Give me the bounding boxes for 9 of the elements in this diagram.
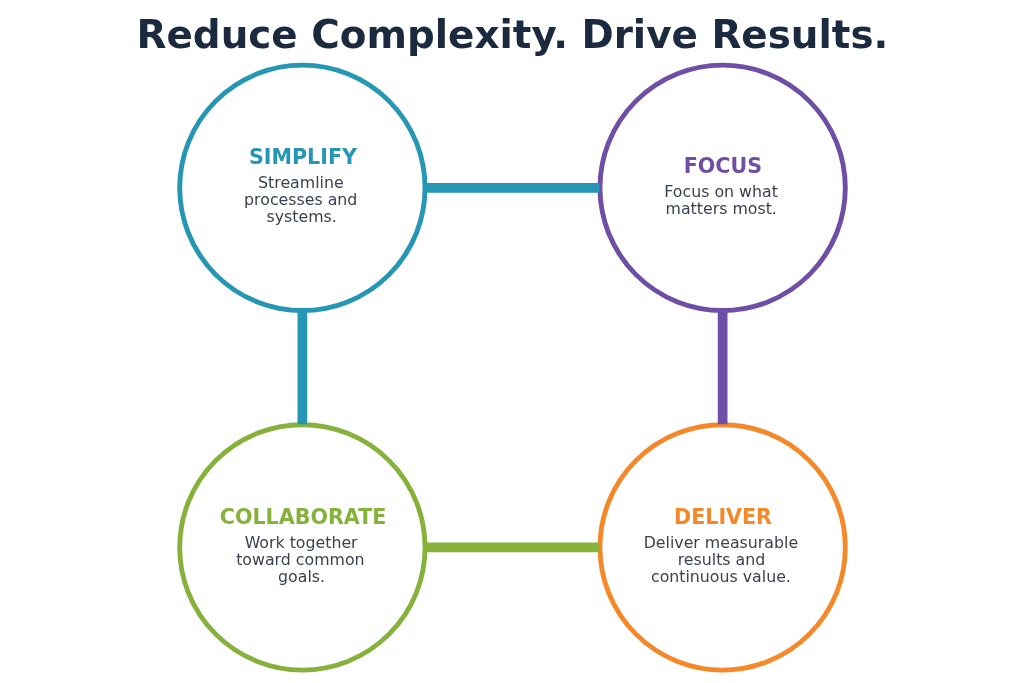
diagram-title: Reduce Complexity. Drive Results.: [136, 11, 888, 57]
connector: [717, 310, 727, 425]
connector: [424, 542, 599, 553]
node-circle: DELIVER Deliver measurable results and continuous value.: [597, 422, 848, 673]
node-circle: COLLABORATE Work together toward common goals.: [176, 422, 427, 673]
node-circle: SIMPLIFY Streamline processes and systems.: [176, 62, 427, 313]
node-circle: FOCUS Focus on what matters most.: [597, 62, 848, 313]
connector: [297, 310, 307, 425]
connector: [424, 183, 599, 193]
